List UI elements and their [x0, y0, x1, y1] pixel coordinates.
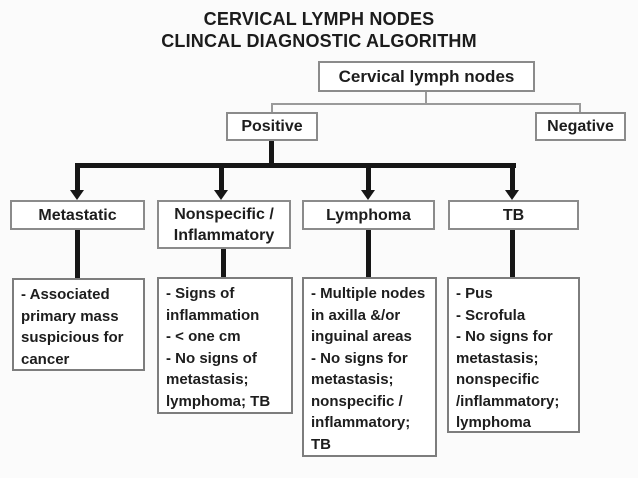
- connector-nonspecific-detail: [221, 248, 226, 279]
- connector-root-drop: [425, 92, 427, 104]
- detail-nonspecific-inflammatory: - Signs of inflammation - < one cm - No …: [157, 277, 293, 414]
- connector-lymphoma-detail: [366, 229, 371, 279]
- connector-branch-horizontal: [75, 163, 516, 168]
- arrow-down-icon: [214, 190, 228, 200]
- connector-root-horizontal: [271, 103, 581, 105]
- arrow-down-icon: [505, 190, 519, 200]
- connector-tb-detail: [510, 229, 515, 279]
- arrow-down-icon: [361, 190, 375, 200]
- connector-metastatic-detail: [75, 229, 80, 279]
- connector-to-tb: [510, 163, 515, 192]
- node-metastatic: Metastatic: [10, 200, 145, 230]
- node-lymphoma: Lymphoma: [302, 200, 435, 230]
- node-negative: Negative: [535, 112, 626, 141]
- connector-positive-drop: [269, 140, 274, 168]
- detail-tb: - Pus - Scrofula - No signs for metastas…: [447, 277, 580, 433]
- connector-to-metastatic: [75, 163, 80, 192]
- connector-to-positive: [271, 103, 273, 113]
- detail-metastatic: - Associated primary mass suspicious for…: [12, 278, 145, 371]
- connector-to-negative: [579, 103, 581, 113]
- node-tb: TB: [448, 200, 579, 230]
- node-cervical-lymph-nodes: Cervical lymph nodes: [318, 61, 535, 92]
- connector-to-nonspecific: [219, 163, 224, 192]
- diagram-title: CERVICAL LYMPH NODES CLINCAL DIAGNOSTIC …: [0, 8, 638, 52]
- diagram-title-line1: CERVICAL LYMPH NODES: [203, 9, 435, 29]
- arrow-down-icon: [70, 190, 84, 200]
- node-nonspecific-inflammatory: Nonspecific / Inflammatory: [157, 200, 291, 249]
- diagram-title-line2: CLINCAL DIAGNOSTIC ALGORITHM: [161, 31, 477, 51]
- connector-to-lymphoma: [366, 163, 371, 192]
- node-positive: Positive: [226, 112, 318, 141]
- detail-lymphoma: - Multiple nodes in axilla &/or inguinal…: [302, 277, 437, 457]
